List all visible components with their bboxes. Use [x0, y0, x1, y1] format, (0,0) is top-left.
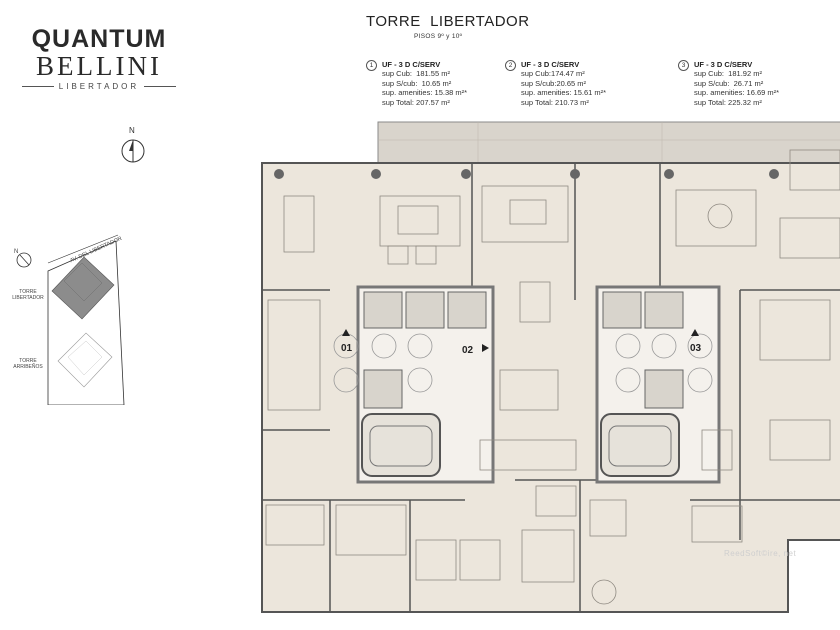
unit-sup-amenities: sup. amenities: 15.61 m²*	[521, 88, 607, 98]
unit-number-badge: 1	[366, 60, 377, 71]
unit-marker-01	[342, 329, 350, 336]
unit-spec-1: 1 UF - 3 D C/SERV sup Cub: 181.55 m² sup…	[366, 60, 468, 107]
logo-brand-line1: QUANTUM	[31, 25, 167, 53]
unit-sup-cub: sup Cub: 181.55 m²	[382, 69, 450, 79]
floor-slab	[261, 162, 840, 613]
logo-location: LIBERTADOR	[14, 82, 184, 91]
site-plan: AV. DEL LIBERTADOR N TORRE LIBERTADOR TO…	[12, 233, 127, 405]
tower-libertador-label: TORRE LIBERTADOR	[12, 289, 44, 301]
core-right	[595, 285, 721, 484]
logo-rule-right	[144, 86, 177, 87]
unit-sup-scub: sup S/cub:20.65 m²	[521, 78, 587, 88]
unit-spec-3: 3 UF - 3 D C/SERV sup Cub: 181.92 m² sup…	[678, 60, 780, 107]
unit-marker-02	[482, 344, 489, 352]
tower-arribenos-label: TORRE ARRIBEÑOS	[13, 358, 43, 370]
tower-title: TORRE LIBERTADOR	[366, 13, 530, 30]
terrace-strip	[377, 121, 840, 165]
interior-walls	[262, 163, 840, 612]
unit-sup-total: sup Total: 210.73 m²	[521, 97, 589, 107]
watermark: ReedSoft©ire, net	[724, 549, 797, 558]
unit-sup-scub: sup S/cub: 10.65 m²	[382, 78, 452, 88]
unit-sup-amenities: sup. amenities: 16.69 m²*	[694, 88, 780, 98]
plan-marker-02: 02	[462, 345, 474, 356]
logo-brand-line2: BELLINI	[36, 51, 162, 81]
lobby-fixtures	[333, 333, 713, 393]
unit-type: UF - 3 D C/SERV	[521, 60, 580, 69]
unit-sup-scub: sup S/cub: 26.71 m²	[694, 78, 764, 88]
unit-marker-03	[691, 329, 699, 336]
unit-sup-cub: sup Cub: 181.92 m²	[694, 69, 762, 79]
unit-number-badge: 3	[678, 60, 689, 71]
site-north-label: N	[14, 249, 19, 255]
unit-sup-amenities: sup. amenities: 15.38 m²*	[382, 88, 468, 98]
plan-marker-03: 03	[690, 343, 702, 354]
unit-type: UF - 3 D C/SERV	[694, 60, 753, 69]
unit-sup-cub: sup Cub:174.47 m²	[521, 69, 585, 79]
unit-sup-total: sup Total: 225.32 m²	[694, 97, 762, 107]
brand-logo: QUANTUM BELLINI LIBERTADOR	[14, 26, 184, 91]
unit-number-badge: 2	[505, 60, 516, 71]
plan-marker-01: 01	[341, 343, 353, 354]
compass-icon	[121, 139, 145, 163]
north-label: N	[129, 126, 135, 135]
tower-libertador-footprint	[51, 256, 115, 320]
site-plan-drawing	[16, 234, 125, 405]
tower-arribenos-footprint	[57, 332, 113, 388]
unit-sup-total: sup Total: 207.57 m²	[382, 97, 450, 107]
site-compass-icon	[16, 252, 32, 268]
terrace-pattern	[378, 122, 840, 164]
logo-rule-left	[21, 86, 54, 87]
core-left	[356, 285, 495, 484]
structural-columns	[274, 169, 779, 179]
north-compass: N	[120, 126, 150, 174]
logo-location-text: LIBERTADOR	[58, 82, 140, 91]
unit-spec-2: 2 UF - 3 D C/SERV sup Cub:174.47 m² sup …	[505, 60, 607, 107]
unit-type: UF - 3 D C/SERV	[382, 60, 441, 69]
floors-subtitle: PISOS 9º y 10º	[414, 33, 463, 40]
furniture	[265, 149, 840, 605]
